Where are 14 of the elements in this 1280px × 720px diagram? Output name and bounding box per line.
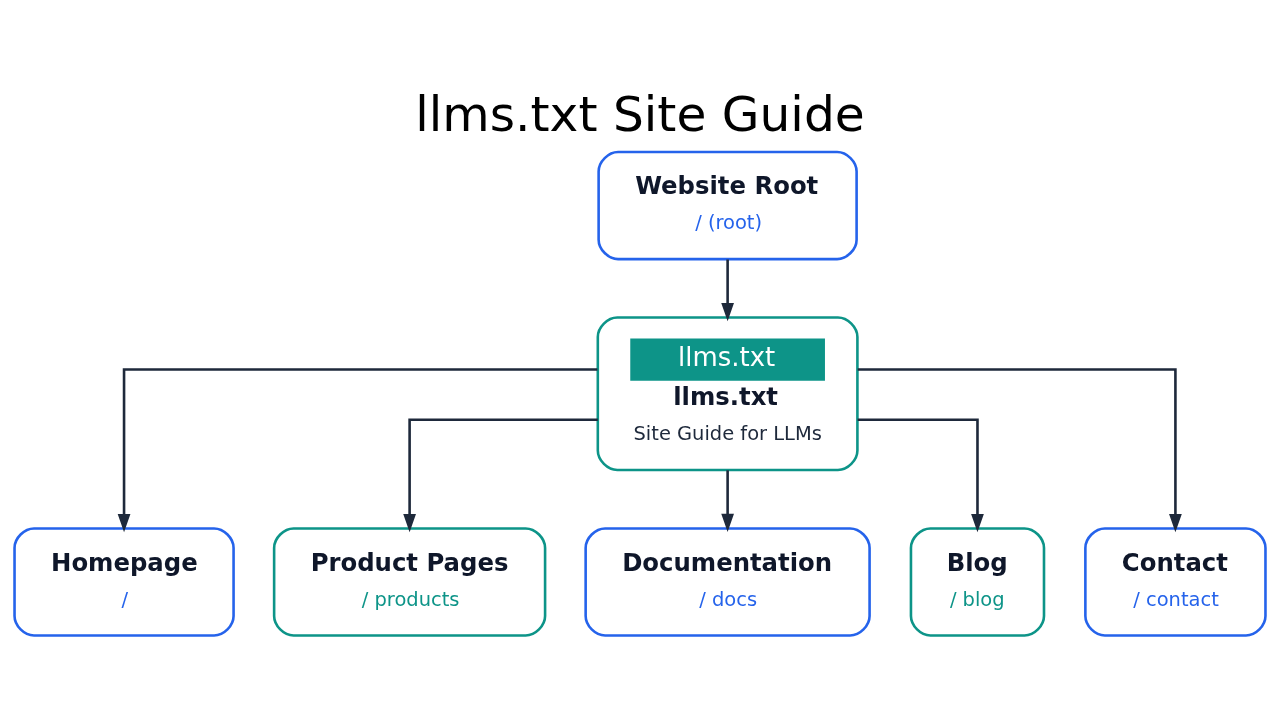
node-box: llms.txt llms.txt Site Guide for LLMs: [596, 315, 859, 471]
diagram-title: llms.txt Site Guide: [415, 85, 865, 142]
node-box: Website Root / (root): [597, 150, 858, 260]
node-box: Product Pages / products: [272, 526, 547, 637]
arrow: [857, 367, 1182, 532]
node-box: Documentation / docs: [584, 526, 871, 637]
arrow: [403, 417, 598, 532]
node-box: Blog / blog: [909, 526, 1046, 637]
node-box: Contact / contact: [1084, 526, 1267, 637]
node-box: Homepage /: [13, 526, 235, 637]
arrow: [721, 259, 734, 321]
arrow: [117, 367, 598, 532]
arrow: [857, 417, 984, 532]
arrow: [721, 469, 734, 532]
